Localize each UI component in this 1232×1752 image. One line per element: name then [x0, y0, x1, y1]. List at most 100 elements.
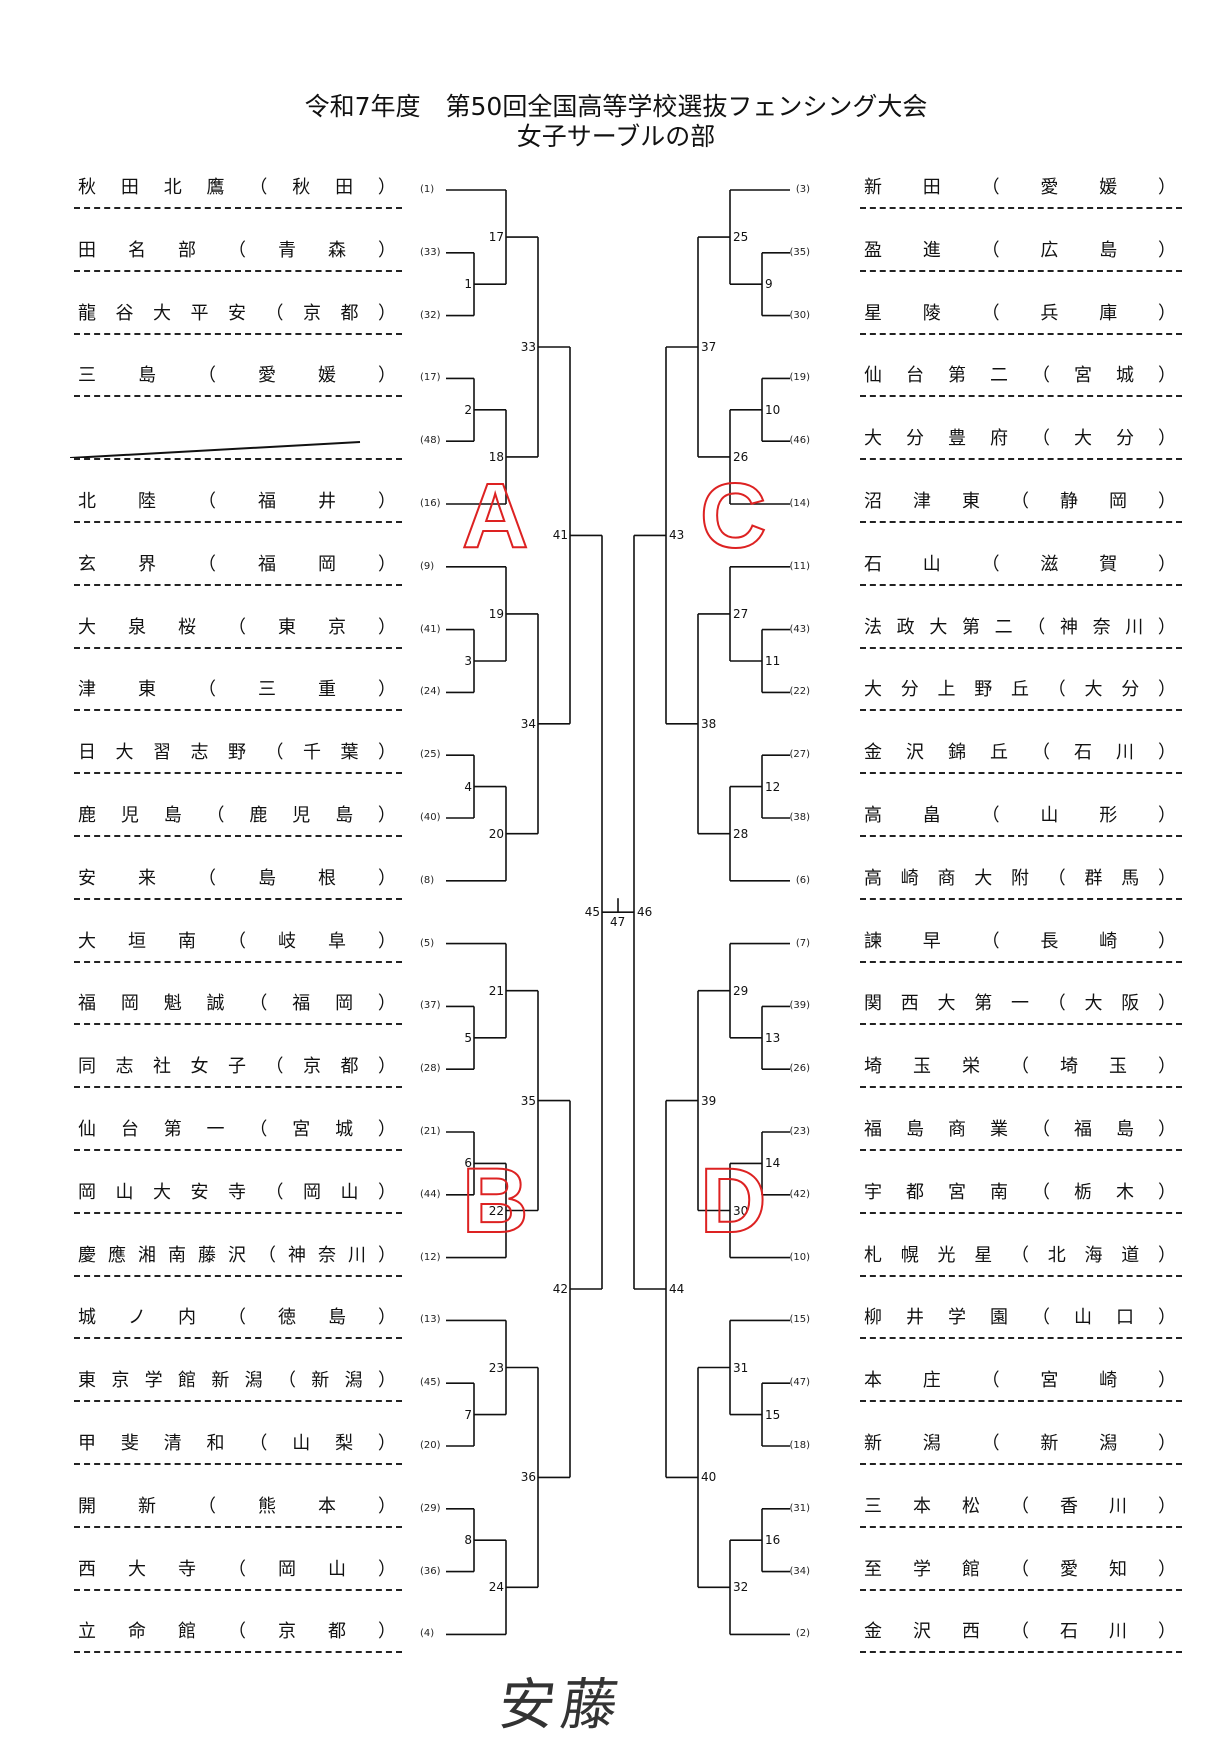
entry-char: 三	[864, 1495, 882, 1517]
entry-char: 山	[922, 553, 941, 575]
entry-char: 神	[1059, 616, 1078, 638]
entry-char: 子	[228, 1056, 246, 1078]
entry-underline	[860, 1463, 1182, 1465]
seed-number: (22)	[789, 686, 810, 698]
entry-underline	[74, 897, 402, 900]
entry-char: 重	[318, 679, 336, 701]
entry-char: 至	[864, 1558, 882, 1580]
entry-char: 安	[78, 867, 96, 889]
entry-char: 京	[328, 616, 346, 638]
entry-name: 札幌光星（北海道）	[864, 1243, 1176, 1269]
entry-underline	[74, 458, 402, 461]
entry-char: 道	[1121, 1244, 1140, 1266]
entry-char: 東	[278, 616, 296, 638]
entry-underline	[860, 709, 1182, 712]
entry-underline	[860, 521, 1182, 523]
entry-char: 根	[318, 867, 336, 889]
entry-char: （	[198, 491, 216, 512]
entry-char: 分	[900, 679, 919, 701]
entry-char: （	[981, 177, 1000, 198]
entry-char: 札	[864, 1244, 882, 1266]
entry-underline	[74, 1211, 402, 1214]
entry-char: 川	[1109, 1621, 1127, 1643]
entry-char: 陵	[922, 302, 941, 324]
entry-char: ノ	[128, 1307, 146, 1329]
entry-char: 新	[138, 1495, 156, 1517]
entry-name: 龍谷大平安（京都）	[78, 301, 396, 327]
entry-row: 至学館（愛知）至学館	[860, 1557, 1182, 1591]
entry-char: 口	[1116, 1307, 1134, 1329]
entry-name: 甲斐清和（山梨）	[78, 1431, 396, 1457]
entry-row: 高畠（山形）高畠	[860, 803, 1182, 837]
entry-char: ）	[1158, 365, 1176, 387]
entry-char: 東	[962, 491, 980, 512]
entry-name: 柳井学園（山口）	[864, 1305, 1176, 1331]
entry-name: 盈進（広島）	[864, 238, 1176, 264]
entry-name: 法政大第二（神奈川）	[864, 615, 1176, 641]
entry-char: 学	[948, 1307, 966, 1329]
entry-char: （	[249, 1433, 268, 1454]
entry-char: 阜	[328, 930, 346, 952]
entry-char: 玉	[913, 1056, 931, 1078]
entry-underline	[860, 1400, 1182, 1403]
entry-char: （	[1011, 1558, 1029, 1580]
entry-char: 和	[206, 1433, 225, 1454]
match-number-20: 20	[488, 826, 504, 841]
entry-char: 甲	[78, 1433, 96, 1454]
entry-char: 谷	[115, 302, 134, 324]
entry-char: ）	[377, 177, 396, 198]
entry-char: 京	[303, 1056, 321, 1078]
seed-number: (45)	[420, 1377, 441, 1389]
entry-char: 新	[1040, 1433, 1059, 1454]
entry-char: ）	[378, 491, 396, 512]
entry-name: 開新（熊本）	[78, 1494, 396, 1520]
entry-char: 児	[292, 805, 311, 826]
entry-char: 島	[1099, 239, 1118, 261]
entry-char: 南	[178, 930, 196, 952]
entry-char: 丘	[1011, 679, 1029, 701]
document-subtitle: 女子サーブルの部	[516, 122, 716, 151]
seed-number: (47)	[789, 1377, 810, 1389]
entry-char: 田	[335, 177, 354, 198]
entry-underline	[74, 269, 402, 272]
entry-char: 秋	[78, 177, 96, 198]
entry-name: 仙台第一（宮城）	[78, 1117, 396, 1143]
entry-char: 安	[228, 302, 246, 324]
entry-char: 愛	[258, 365, 276, 387]
seed-number: (30)	[789, 309, 810, 321]
seed-number: (37)	[420, 1000, 441, 1012]
entry-char: ）	[378, 1181, 396, 1203]
entry-name: 玄界（福岡）	[78, 552, 396, 578]
entry-char: ）	[378, 679, 396, 701]
entry-char: 仙	[864, 365, 882, 387]
entry-char: 都	[328, 1621, 346, 1643]
entry-char: 部	[178, 239, 196, 261]
entry-char: 秋	[292, 177, 311, 198]
entry-char: （	[265, 1056, 284, 1078]
entry-char: 一	[206, 1119, 225, 1140]
entry-underline	[74, 1463, 402, 1465]
entry-char: ）	[1158, 1244, 1176, 1266]
entry-char: 島	[138, 365, 156, 387]
entry-char: （	[1027, 616, 1046, 638]
entry-char: （	[1011, 1056, 1029, 1078]
seed-number: (10)	[789, 1251, 810, 1263]
entry-char: （	[1032, 1181, 1050, 1203]
seed-number: (21)	[420, 1126, 441, 1137]
entry-char: 第	[163, 1119, 182, 1140]
entry-char: 城	[78, 1307, 96, 1329]
entry-char: 台	[906, 365, 924, 387]
entry-char: 田	[922, 177, 941, 198]
entry-underline	[860, 646, 1182, 649]
entry-name: 大分上野丘（大分）	[864, 677, 1176, 703]
entry-char: 鷹	[206, 177, 225, 198]
seed-number: (11)	[789, 560, 810, 572]
entry-char: （	[1011, 1621, 1029, 1643]
entry-row: 津東（三重）津東	[74, 677, 402, 712]
entry-char: 京	[111, 1370, 130, 1392]
entry-char: ）	[1158, 679, 1176, 701]
entry-char: 分	[1121, 679, 1140, 701]
